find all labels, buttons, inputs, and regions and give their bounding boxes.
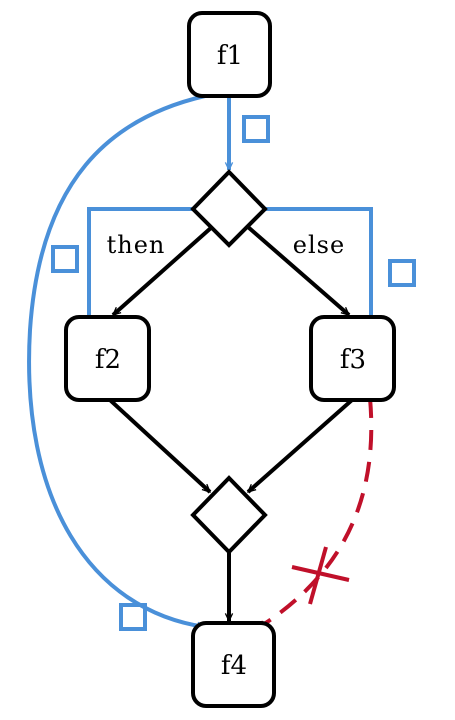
node-f4-label: f4 bbox=[221, 651, 247, 681]
cross-mark-icon bbox=[308, 546, 328, 605]
red-dashed-edge-f3-to-f4 bbox=[258, 397, 374, 630]
node-f4: f4 bbox=[191, 621, 276, 708]
square-marker-icon bbox=[51, 245, 79, 273]
node-f1-label: f1 bbox=[217, 41, 243, 71]
merge-diamond bbox=[190, 475, 268, 555]
blue-edge-branch-to-f3 bbox=[265, 207, 371, 331]
node-f2: f2 bbox=[64, 315, 151, 402]
edge-branch-to-f3 bbox=[246, 225, 351, 317]
edge-f3-to-merge bbox=[246, 398, 354, 494]
edge-label-then: then bbox=[107, 231, 166, 259]
branch-diamond bbox=[190, 169, 268, 248]
edge-branch-to-f2 bbox=[111, 225, 214, 317]
square-marker-icon bbox=[242, 115, 270, 143]
blue-edge-f1-to-f4 bbox=[27, 94, 205, 627]
blue-edge-branch-to-f2 bbox=[89, 207, 193, 331]
node-f1: f1 bbox=[187, 11, 272, 98]
node-f3: f3 bbox=[309, 315, 396, 402]
square-marker-icon bbox=[119, 603, 147, 631]
node-f3-label: f3 bbox=[340, 345, 366, 375]
edge-label-else: else bbox=[293, 231, 345, 259]
node-f2-label: f2 bbox=[95, 345, 121, 375]
edge-f2-to-merge bbox=[108, 398, 212, 494]
square-marker-icon bbox=[388, 259, 416, 287]
